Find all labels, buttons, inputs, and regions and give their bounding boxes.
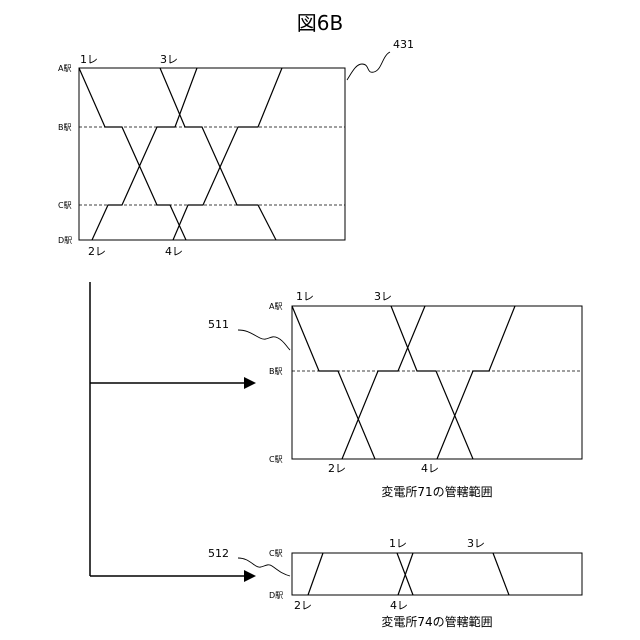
leader-511	[238, 330, 290, 350]
train-label-2: 2レ	[328, 462, 346, 475]
train-label-3: 3レ	[374, 290, 392, 303]
train-label-1: 1レ	[80, 53, 98, 66]
train-line-2	[92, 68, 197, 240]
diagram-511-frame	[292, 306, 582, 459]
station-label-b: B駅	[269, 367, 283, 376]
leader-431	[347, 52, 390, 80]
station-label-a: A駅	[58, 64, 71, 73]
diagram-431: A駅 B駅 C駅 D駅 1レ 3レ 2レ 4レ 431	[58, 38, 414, 258]
train-line-2	[342, 306, 425, 459]
train-label-1: 1レ	[296, 290, 314, 303]
figure-title: 図6B	[297, 11, 343, 35]
train-line-4	[173, 68, 282, 240]
train-label-1: 1レ	[389, 537, 407, 550]
train-label-3: 3レ	[160, 53, 178, 66]
station-label-d: D駅	[269, 591, 283, 600]
station-label-b: B駅	[58, 123, 72, 132]
ref-431: 431	[393, 38, 414, 51]
train-label-4: 4レ	[421, 462, 439, 475]
station-label-c: C駅	[58, 201, 72, 210]
station-label-c: C駅	[269, 549, 283, 558]
train-line-1	[292, 306, 375, 459]
arrow-to-511-head	[244, 377, 256, 389]
train-label-4: 4レ	[390, 599, 408, 612]
train-line-2	[308, 553, 323, 595]
train-label-2: 2レ	[88, 245, 106, 258]
train-line-3	[160, 68, 276, 240]
diagram-512: C駅 D駅 1レ 3レ 2レ 4レ 512 変電所74の管轄範囲	[208, 537, 582, 629]
train-line-3	[493, 553, 509, 595]
station-label-d: D駅	[58, 236, 72, 245]
station-label-c: C駅	[269, 455, 283, 464]
train-line-4	[437, 306, 515, 459]
diagram-511: A駅 B駅 C駅 1レ 3レ 2レ 4レ 511 変電所71の管轄範囲	[208, 290, 582, 499]
train-line-3	[391, 306, 473, 459]
branch-arrows	[90, 282, 256, 582]
train-line-1	[79, 68, 186, 240]
diagram-431-frame	[79, 68, 345, 240]
station-label-a: A駅	[269, 302, 282, 311]
train-label-3: 3レ	[467, 537, 485, 550]
ref-511: 511	[208, 318, 229, 331]
train-label-4: 4レ	[165, 245, 183, 258]
caption-511: 変電所71の管轄範囲	[381, 484, 492, 499]
arrow-to-512-head	[244, 570, 256, 582]
ref-512: 512	[208, 547, 229, 560]
caption-512: 変電所74の管轄範囲	[381, 614, 492, 629]
diagram-512-frame	[292, 553, 582, 595]
train-label-2: 2レ	[294, 599, 312, 612]
